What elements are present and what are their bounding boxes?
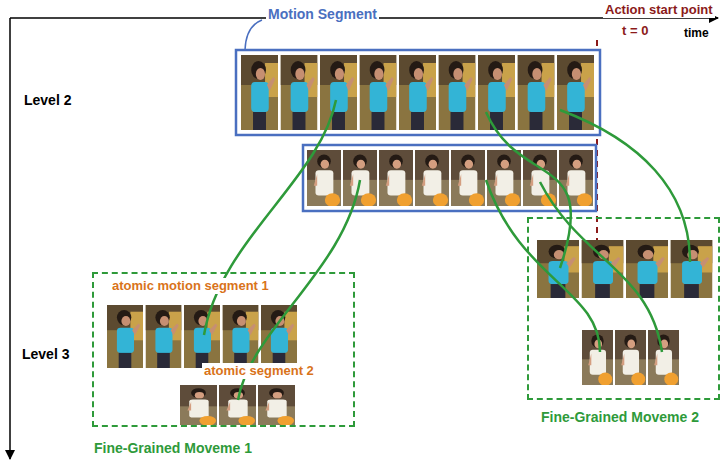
video-frame <box>582 240 624 298</box>
video-frame <box>241 55 278 130</box>
annotation-label: Action start point <box>603 2 715 18</box>
axis-label: time <box>684 26 709 40</box>
video-frame <box>107 305 143 368</box>
video-frame <box>399 55 436 130</box>
video-frame <box>343 150 377 207</box>
video-frame <box>146 305 182 368</box>
video-frame <box>281 55 318 130</box>
video-frame <box>478 55 515 130</box>
video-frame <box>320 55 357 130</box>
level-label: Level 3 <box>22 346 69 363</box>
motion-segment-box <box>236 50 600 135</box>
segment-label: atomic segment 2 <box>202 363 316 379</box>
video-frame <box>439 55 476 130</box>
decomposition-curve <box>560 110 690 262</box>
video-frame <box>261 305 297 368</box>
segment-label: atomic motion segment 1 <box>110 278 271 294</box>
video-frame <box>523 150 557 207</box>
video-frame <box>451 150 485 207</box>
moveme-title: Fine-Grained Moveme 1 <box>94 440 252 457</box>
callout-label: Motion Segment <box>266 6 379 23</box>
video-frame <box>415 150 449 207</box>
level-axis <box>9 18 11 459</box>
decomposition-curve <box>540 182 662 352</box>
video-frame <box>648 330 679 386</box>
level-label: Level 2 <box>24 92 71 109</box>
video-frame <box>258 385 295 426</box>
decomposition-curves <box>204 100 690 400</box>
video-frame <box>219 385 256 426</box>
video-frame <box>184 305 220 368</box>
leader-line <box>245 20 262 50</box>
video-frame <box>626 240 668 298</box>
video-frame <box>307 150 341 207</box>
moveme-group: atomic motion segment 1atomic segment 2F… <box>92 272 355 427</box>
video-frame <box>180 385 217 426</box>
decomposition-curve <box>204 100 336 335</box>
video-frame <box>360 55 397 130</box>
video-frame <box>615 330 646 386</box>
moveme-title: Fine-Grained Moveme 2 <box>541 409 699 426</box>
moveme-group: Fine-Grained Moveme 2 <box>527 217 720 400</box>
decomposition-curve <box>486 180 600 352</box>
video-frame <box>671 240 713 298</box>
video-frame <box>559 150 593 207</box>
video-frame <box>518 55 555 130</box>
video-frame <box>379 150 413 207</box>
annotation-label: t = 0 <box>622 23 648 39</box>
video-frame <box>557 55 594 130</box>
